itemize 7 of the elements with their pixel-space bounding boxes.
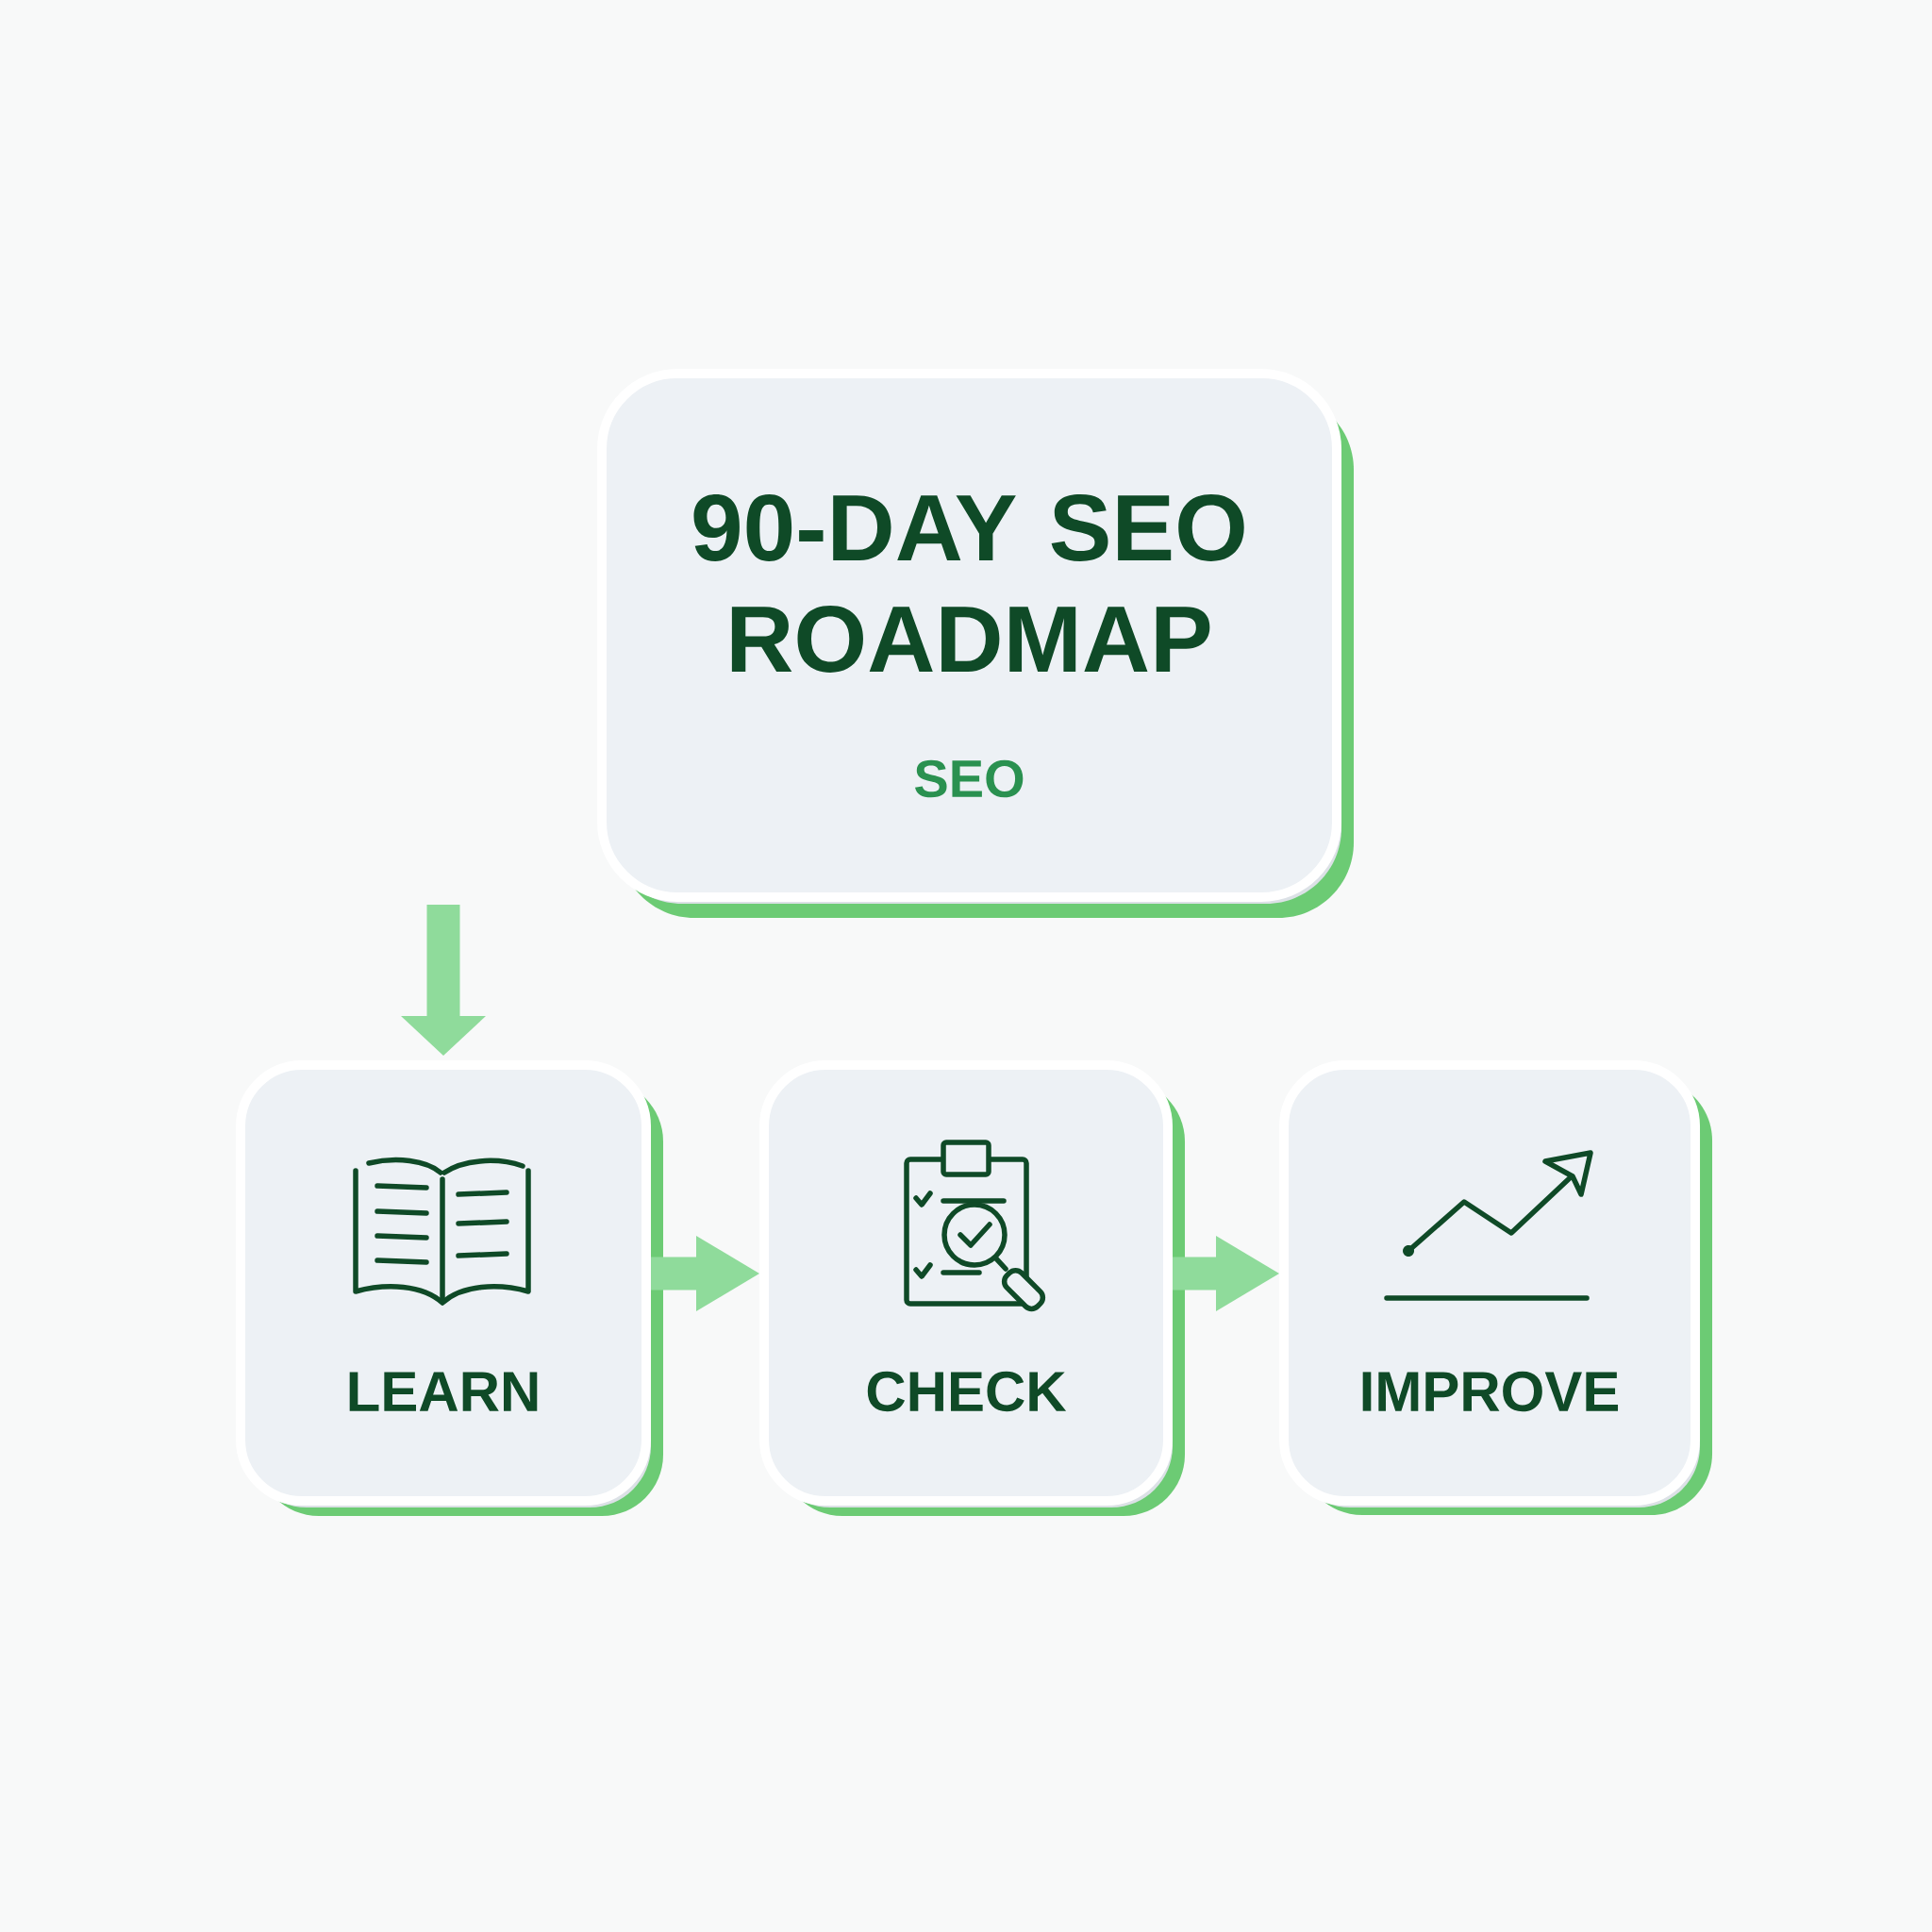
arrow xyxy=(1173,1236,1279,1311)
step-box: LEARN xyxy=(236,1060,663,1516)
arrow xyxy=(401,905,486,1056)
arrow xyxy=(651,1236,759,1311)
step-box: IMPROVE xyxy=(1279,1060,1712,1515)
step-box: CHECK xyxy=(759,1060,1185,1516)
title-box: 90-DAY SEO ROADMAP SEO xyxy=(597,369,1354,918)
